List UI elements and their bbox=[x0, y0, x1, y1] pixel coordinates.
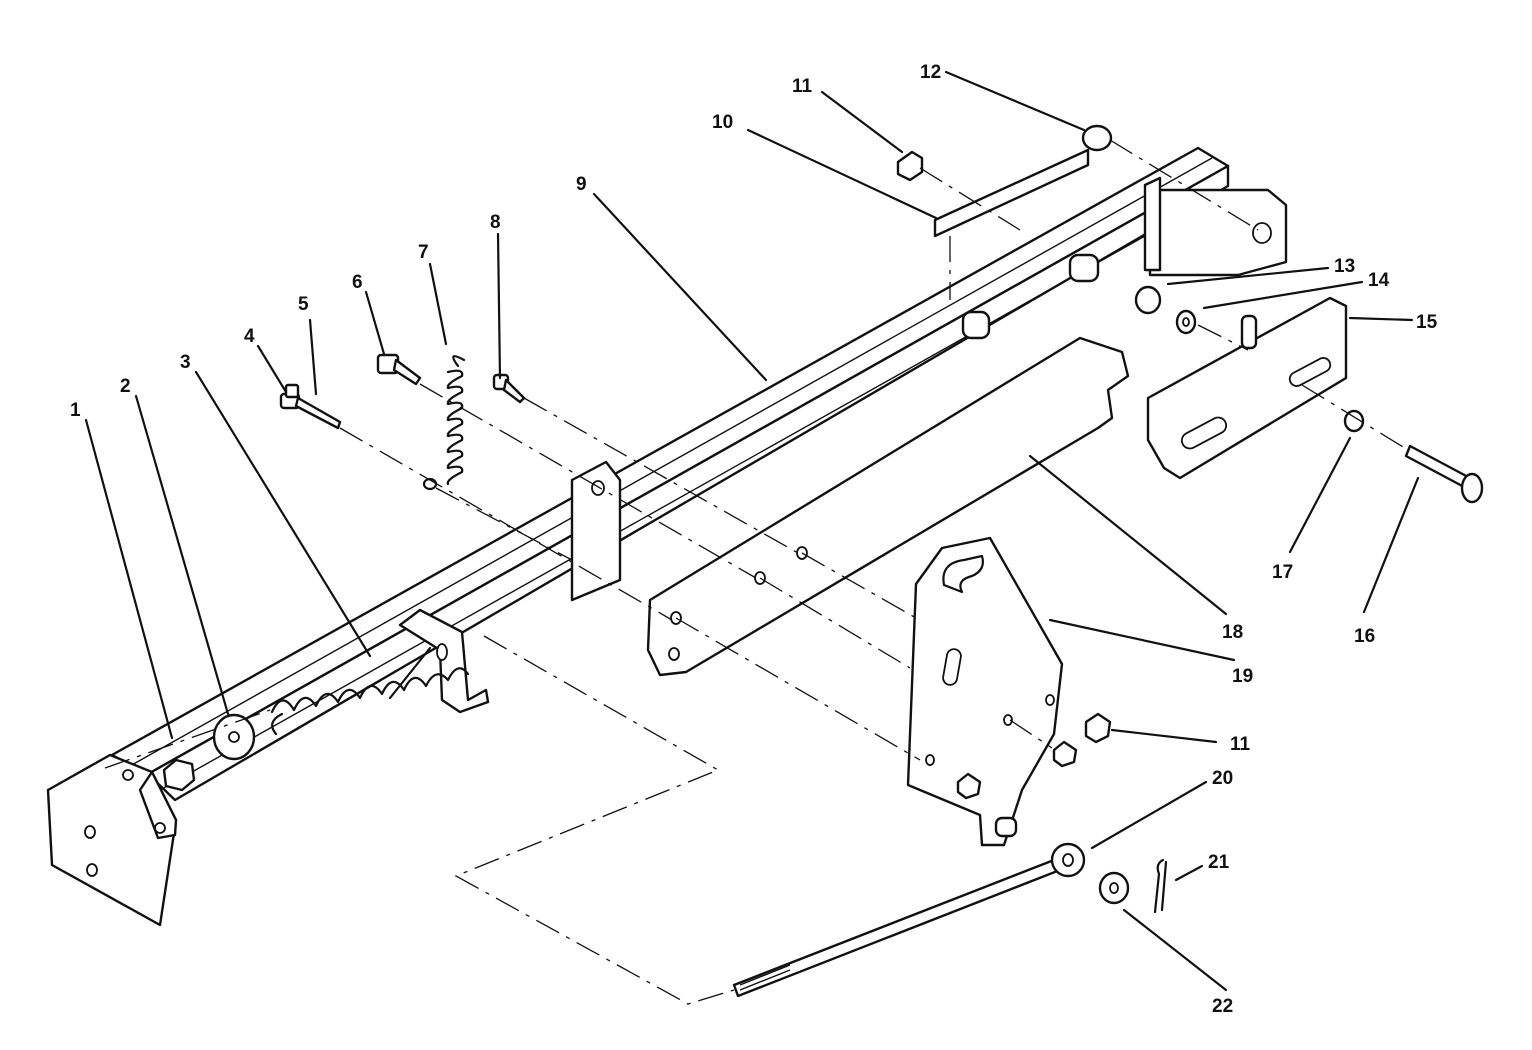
long-mounting-bracket bbox=[646, 336, 1130, 677]
callout-15: 15 bbox=[1416, 312, 1438, 333]
main-frame-bar bbox=[110, 146, 1230, 802]
hardware-nuts-washers bbox=[162, 124, 1365, 905]
callout-12: 12 bbox=[920, 62, 941, 83]
callout-18: 18 bbox=[1222, 622, 1243, 643]
callout-17: 17 bbox=[1272, 562, 1293, 583]
callout-5: 5 bbox=[298, 294, 309, 315]
slotted-adjustment-plate bbox=[1146, 296, 1348, 480]
callout-7: 7 bbox=[418, 242, 429, 263]
callout-20: 20 bbox=[1212, 768, 1233, 789]
callout-1: 1 bbox=[70, 400, 81, 421]
callout-9: 9 bbox=[576, 174, 587, 195]
callout-19: 19 bbox=[1232, 666, 1253, 687]
callout-labels: 1 2 3 4 5 6 7 8 9 10 11 12 13 14 15 16 1… bbox=[70, 62, 1438, 1017]
callout-6: 6 bbox=[352, 272, 363, 293]
assembly-centerlines bbox=[104, 139, 1409, 1005]
callout-14: 14 bbox=[1368, 270, 1390, 291]
spacer-lower bbox=[961, 310, 991, 340]
callout-leader-lines bbox=[84, 70, 1420, 992]
callout-22: 22 bbox=[1212, 996, 1233, 1017]
callout-3: 3 bbox=[180, 352, 191, 373]
callout-13: 13 bbox=[1334, 256, 1355, 277]
pivot-plate bbox=[906, 536, 1064, 847]
front-mount-bracket bbox=[46, 753, 178, 927]
callout-4: 4 bbox=[244, 326, 255, 347]
extension-spring bbox=[422, 355, 466, 491]
compression-spring bbox=[270, 646, 470, 736]
callout-2: 2 bbox=[120, 376, 131, 397]
decal-plate bbox=[933, 148, 1090, 300]
spacer-upper bbox=[1068, 253, 1100, 283]
callout-11-lower: 11 bbox=[1230, 734, 1251, 755]
callout-21: 21 bbox=[1208, 852, 1230, 873]
callout-11-top: 11 bbox=[792, 76, 813, 97]
rear-mount-bracket bbox=[1143, 176, 1288, 277]
frame-upright-tab bbox=[570, 460, 622, 602]
bolt-set bbox=[279, 353, 526, 430]
callout-16: 16 bbox=[1354, 626, 1375, 647]
carriage-bolt bbox=[1404, 444, 1484, 504]
cotter-pin bbox=[1153, 858, 1168, 914]
linkage-rod bbox=[732, 842, 1086, 998]
callout-8: 8 bbox=[490, 212, 501, 233]
callout-10: 10 bbox=[712, 112, 733, 133]
